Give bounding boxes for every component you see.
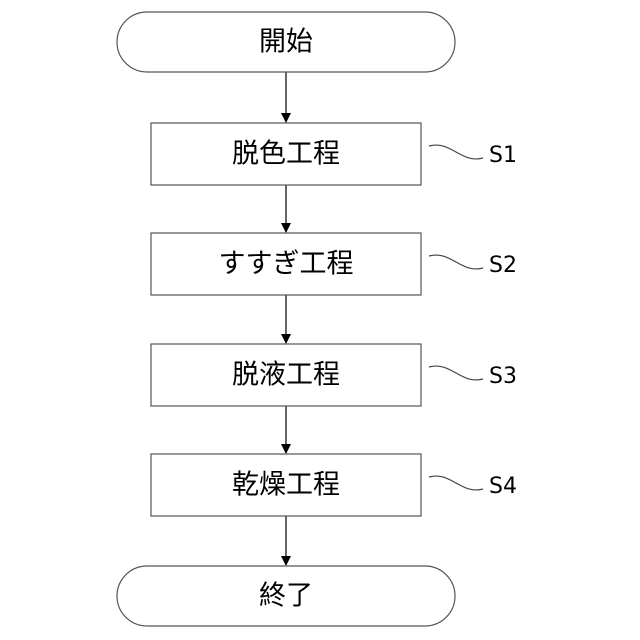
step-label-s1: S1 [489, 143, 517, 168]
terminal-node-end: 終了 [117, 566, 455, 626]
process-node-s4: 乾燥工程 [151, 454, 421, 516]
node-label-s2: すすぎ工程 [219, 249, 354, 280]
node-label-end: 終了 [259, 581, 313, 612]
step-label-s4: S4 [489, 474, 517, 499]
step-label-s3: S3 [489, 364, 517, 389]
leader-line-s2 [429, 255, 483, 269]
leader-line-s4 [429, 476, 483, 490]
process-node-s2: すすぎ工程 [151, 233, 421, 295]
leader-line-s3 [429, 366, 483, 380]
step-label-s2: S2 [489, 253, 517, 278]
node-label-s3: 脱液工程 [232, 360, 340, 391]
terminal-node-start: 開始 [117, 12, 455, 72]
process-node-s3: 脱液工程 [151, 344, 421, 406]
node-label-start: 開始 [259, 27, 313, 58]
node-label-s4: 乾燥工程 [232, 470, 340, 501]
node-label-s1: 脱色工程 [232, 139, 340, 170]
process-node-s1: 脱色工程 [151, 123, 421, 185]
leader-line-s1 [429, 145, 483, 159]
